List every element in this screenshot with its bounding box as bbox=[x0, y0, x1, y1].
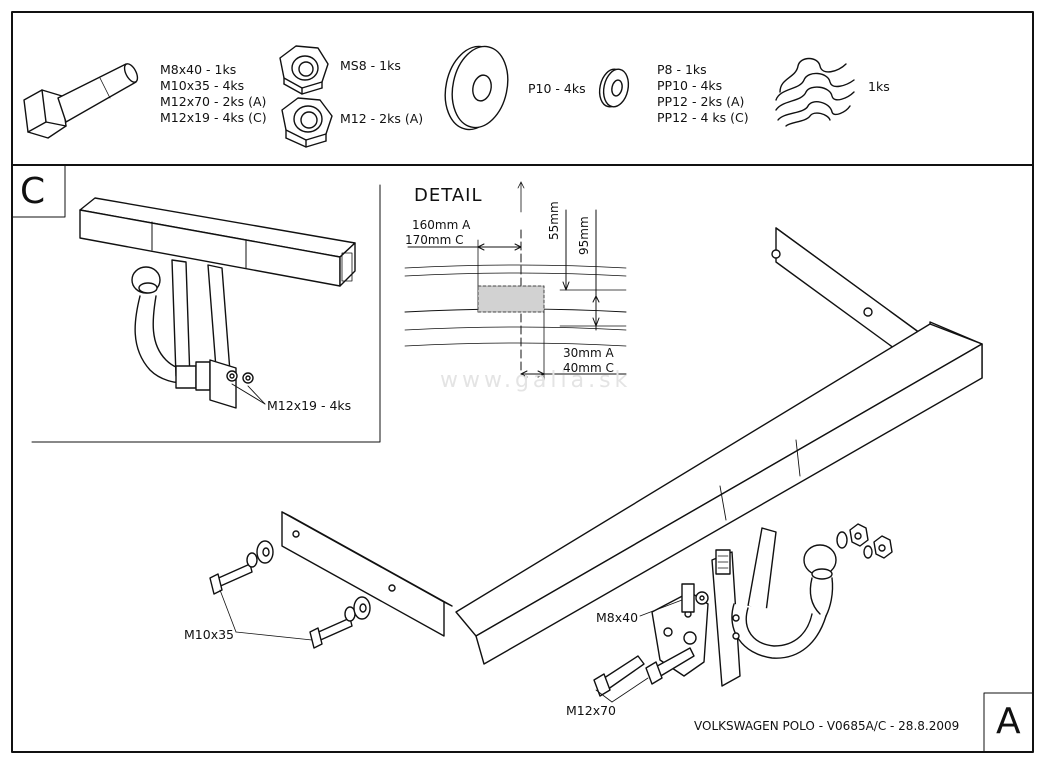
bolt-label-0: M8x40 - 1ks bbox=[160, 62, 237, 77]
detail-dim-160: 160mm A bbox=[412, 218, 471, 232]
washer-small-icon bbox=[598, 68, 630, 108]
bolt-label-1: M10x35 - 4ks bbox=[160, 78, 245, 93]
callout-m8x40: M8x40 bbox=[596, 610, 639, 625]
variant-c-callout: M12x19 - 4ks bbox=[267, 398, 352, 413]
washer-p10-label: P10 - 4ks bbox=[528, 81, 586, 96]
variant-c-frame bbox=[31, 184, 381, 443]
main-hitch-assembly bbox=[209, 227, 983, 697]
spring-icon bbox=[775, 57, 855, 127]
detail-dim-95: 95mm bbox=[577, 215, 595, 261]
bolt-label-3: M12x19 - 4ks (C) bbox=[160, 110, 267, 125]
nut-m12-label: M12 - 2ks (A) bbox=[340, 111, 424, 126]
callout-m10x35: M10x35 bbox=[184, 627, 234, 642]
bolt-icon bbox=[23, 63, 139, 139]
drawing-footer: VOLKSWAGEN POLO - V0685A/C - 28.8.2009 bbox=[694, 719, 960, 733]
leader-lines bbox=[219, 589, 683, 703]
corner-letter-a: A bbox=[996, 701, 1021, 742]
bolt-group-left bbox=[209, 540, 371, 649]
washer-label-0: P8 - 1ks bbox=[657, 62, 707, 77]
washer-nut-group-right bbox=[836, 523, 893, 559]
spring-label: 1ks bbox=[868, 79, 890, 94]
detail-diagram bbox=[404, 181, 627, 381]
corner-box-a bbox=[983, 692, 1034, 753]
watermark: www.galia.sk bbox=[440, 368, 632, 393]
variant-c-hitch bbox=[79, 197, 356, 409]
detail-dim-55-text: 55mm bbox=[547, 201, 561, 240]
outer-frame bbox=[11, 11, 1034, 753]
detail-dim-170: 170mm C bbox=[405, 233, 464, 247]
washer-label-2: PP12 - 2ks (A) bbox=[657, 94, 745, 109]
nut-m12-icon bbox=[281, 97, 333, 148]
corner-box-c bbox=[11, 164, 66, 218]
detail-dim-30: 30mm A bbox=[563, 346, 614, 360]
bolt-label-2: M12x70 - 2ks (A) bbox=[160, 94, 267, 109]
detail-dim-95-text: 95mm bbox=[577, 216, 591, 255]
nut-ms8-icon bbox=[279, 45, 329, 95]
corner-letter-c: C bbox=[20, 171, 46, 212]
washer-label-3: PP12 - 4 ks (C) bbox=[657, 110, 749, 125]
detail-title: DETAIL bbox=[414, 185, 483, 206]
detail-dim-40: 40mm C bbox=[563, 361, 614, 375]
washer-label-1: PP10 - 4ks bbox=[657, 78, 723, 93]
callout-m12x70: M12x70 bbox=[566, 703, 616, 718]
nut-ms8-label: MS8 - 1ks bbox=[340, 58, 401, 73]
detail-dim-55: 55mm bbox=[547, 201, 565, 248]
bolt-group-bottom bbox=[593, 647, 695, 697]
washer-p10-icon bbox=[444, 45, 509, 131]
